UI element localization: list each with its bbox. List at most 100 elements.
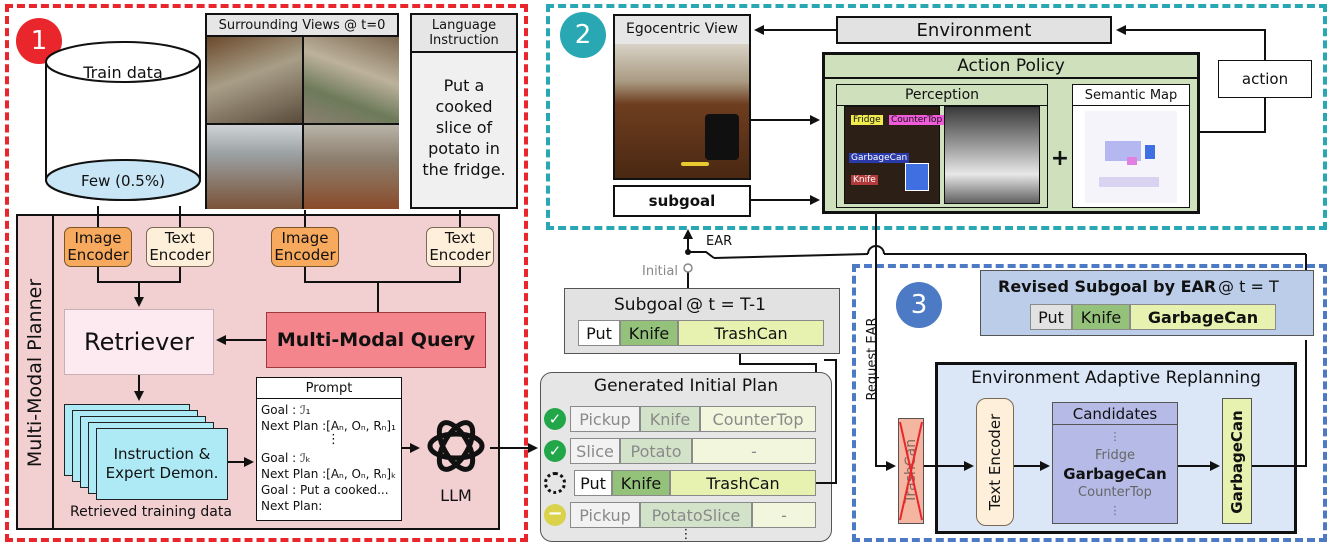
text-encoder-3-box (976, 398, 1014, 526)
plan-row-1-status-icon: ✓ (544, 408, 566, 430)
map-blob-4 (1127, 157, 1137, 165)
prompt-line-1: Goal : ℐ₁ (261, 403, 311, 417)
seg-knife-tag: Knife (851, 175, 878, 185)
retrieved-card-front: Instruction & Expert Demon. (96, 428, 228, 500)
plan-row-4-object: PotatoSlice (640, 502, 752, 528)
view-tile-2 (304, 37, 399, 123)
trash-bin-shape (705, 114, 739, 160)
multimodal-query-box: Multi-Modal Query (266, 312, 486, 368)
cross-out-icon (899, 421, 923, 521)
surrounding-views: Surrounding Views @ t=0 (205, 13, 399, 209)
plan-row-2-object: Potato (620, 438, 692, 464)
seg-countertop-tag: CounterTop (889, 115, 945, 125)
subgoal-prev-action: Put (578, 320, 620, 346)
revised-subgoal-object: Knife (1072, 304, 1130, 330)
planner-label-divider (52, 214, 54, 530)
plan-row-1-object: Knife (640, 406, 700, 432)
prompt-line-7: Next Plan: (261, 499, 323, 513)
text-encoder-2: Text Encoder (426, 227, 494, 267)
view-tile-4 (304, 125, 399, 209)
candidate-countertop: CounterTop (1078, 484, 1152, 500)
prompt-title: Prompt (257, 378, 401, 399)
text-encoder-1: Text Encoder (146, 227, 214, 267)
plan-row-3-action: Put (574, 470, 612, 496)
retrieved-training-data-label: Retrieved training data (70, 504, 232, 520)
language-instruction-title: Language Instruction (412, 15, 516, 53)
seg-garbagecan-blob (905, 163, 929, 191)
plan-row-3-object: Knife (612, 470, 670, 496)
panel-2-frame (546, 4, 1327, 230)
few-label: Few (0.5%) (81, 172, 165, 190)
train-data-label: Train data (83, 62, 163, 82)
plan-row-1-action: Pickup (570, 406, 640, 432)
ear-switch-label: EAR (706, 234, 733, 249)
image-encoder-1: Image Encoder (64, 227, 132, 267)
instruction-text: Put a cooked slice of potato in the frid… (422, 75, 506, 179)
map-blob-3 (1099, 177, 1159, 187)
plan-row-1-receptacle: CounterTop (700, 406, 816, 432)
egocentric-view-title: Egocentric View (626, 21, 738, 37)
ear-title: Environment Adaptive Replanning (971, 368, 1261, 388)
seg-garbagecan-tag: GarbageCan (849, 153, 910, 163)
subgoal-prev-title: Subgoal (614, 295, 683, 315)
environment-box: Environment (836, 16, 1112, 44)
result-tag (1222, 398, 1252, 524)
candidate-fridge: Fridge (1095, 447, 1135, 463)
candidates-title: Candidates (1052, 403, 1178, 425)
database-icon (45, 41, 201, 201)
plan-row-2-receptacle: - (692, 438, 816, 464)
subgoal-box: subgoal (613, 185, 751, 217)
plan-row-2-status-icon: ✓ (544, 440, 566, 462)
egocentric-view: Egocentric View (613, 14, 751, 180)
depth-image (944, 106, 1040, 204)
revised-subgoal-title: Revised Subgoal by EAR (998, 277, 1217, 296)
revised-subgoal-time: @ t = T (1218, 277, 1279, 296)
plan-row-3-receptacle: TrashCan (670, 470, 816, 496)
view-tile-1 (207, 37, 302, 123)
action-box: action (1218, 60, 1312, 98)
badge-3: 3 (896, 282, 942, 328)
knife-shape (681, 162, 709, 166)
view-tile-3 (207, 125, 302, 209)
semantic-map-box: Semantic Map (1072, 84, 1190, 208)
subgoal-prev-object: Knife (620, 320, 678, 346)
semantic-map-image (1085, 111, 1177, 203)
egocentric-image (615, 44, 749, 178)
plus-sign: + (1050, 145, 1070, 171)
plan-row-3-loading-icon (544, 472, 566, 494)
panel-1-frame (5, 4, 528, 542)
candidates-dots-top: ⋮ (1109, 429, 1121, 443)
seg-fridge-tag: Fridge (851, 115, 883, 125)
prompt-line-2: Next Plan :[Aₙ, Oₙ, Rₙ]₁ (261, 419, 396, 433)
llm-label: LLM (440, 485, 472, 505)
map-blob-1 (1105, 141, 1141, 161)
surrounding-views-title: Surrounding Views @ t=0 (207, 15, 397, 35)
plan-row-2-action: Slice (570, 438, 620, 464)
initial-plan-title: Generated Initial Plan (593, 376, 779, 396)
plan-row-4-receptacle: - (752, 502, 816, 528)
semantic-map-title: Semantic Map (1073, 85, 1189, 106)
perception-title: Perception (837, 85, 1047, 106)
action-policy-title: Action Policy (825, 55, 1197, 79)
badge-2: 2 (560, 12, 606, 58)
plan-more-dots: ⋮ (679, 526, 693, 542)
prompt-line-5: Next Plan :[Aₙ, Oₙ, Rₙ]ₖ (261, 467, 397, 481)
prompt-line-3: ⋮ (327, 432, 340, 447)
plan-row-4-action: Pickup (570, 502, 640, 528)
initial-switch-label: Initial (642, 264, 678, 279)
candidate-garbagecan: GarbageCan (1063, 465, 1167, 483)
prompt-line-4: Goal : ℐₖ (261, 451, 311, 465)
retriever-box: Retriever (64, 309, 214, 375)
map-blob-2 (1145, 145, 1155, 159)
multimodal-planner-label: Multi-Modal Planner (24, 278, 46, 468)
request-ear-label: Request EAR (864, 317, 880, 401)
panel-3-frame (852, 264, 1327, 542)
plan-row-4-pending-icon: − (544, 504, 566, 526)
prompt-box: Prompt Goal : ℐ₁ Next Plan :[Aₙ, Oₙ, Rₙ]… (256, 377, 402, 521)
prompt-line-6: Goal : Put a cooked... (261, 483, 389, 497)
result-label: GarbageCan (1228, 410, 1246, 514)
language-instruction-box: Language Instruction Put a cooked slice … (410, 13, 518, 209)
candidates-box (1052, 402, 1178, 524)
segmentation-image: Fridge CounterTop GarbageCan Knife (844, 106, 945, 204)
revised-subgoal-receptacle: GarbageCan (1130, 304, 1276, 330)
